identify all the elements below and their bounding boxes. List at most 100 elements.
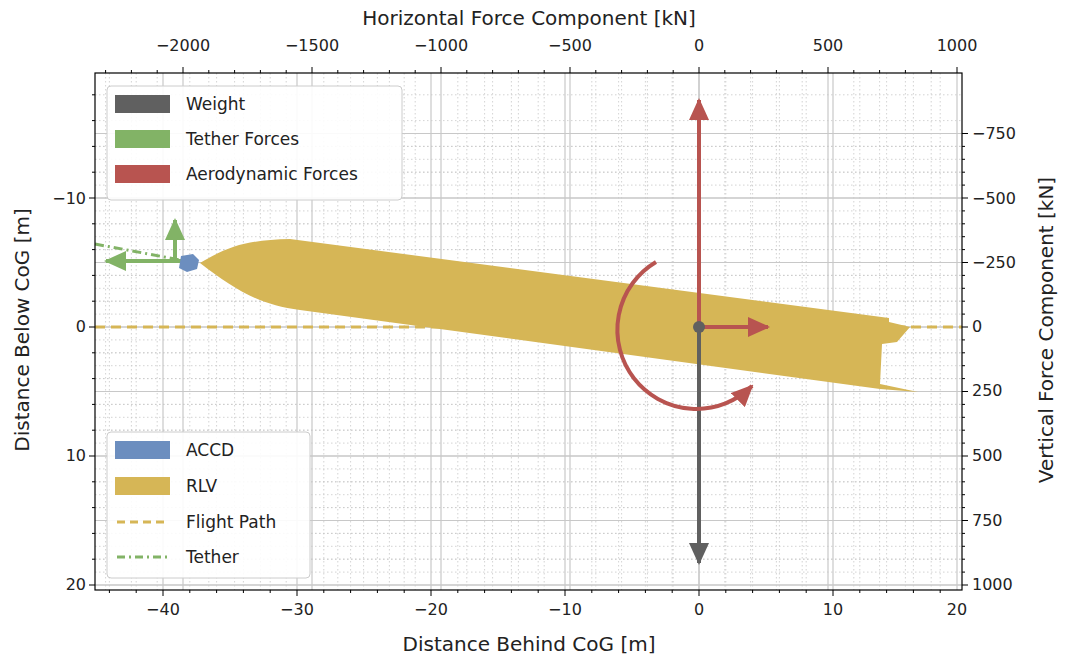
accd-device bbox=[179, 254, 199, 272]
legend-text: Tether bbox=[186, 546, 239, 568]
tick-mark bbox=[962, 559, 965, 560]
tick-mark bbox=[962, 236, 965, 237]
tick-mark bbox=[518, 70, 519, 73]
grid-line bbox=[95, 249, 962, 250]
tick-mark bbox=[234, 70, 235, 73]
tick-mark bbox=[163, 590, 164, 596]
grid-line bbox=[931, 73, 932, 590]
tick-label: −1000 bbox=[414, 37, 468, 55]
grid-line bbox=[956, 73, 957, 590]
tick-mark bbox=[962, 198, 968, 199]
tick-mark bbox=[962, 391, 968, 392]
tick-mark bbox=[92, 301, 95, 302]
tick-label: −250 bbox=[972, 254, 1016, 272]
tick-mark bbox=[92, 352, 95, 353]
grid-line bbox=[95, 223, 962, 224]
tick-mark bbox=[109, 590, 110, 593]
grid-line bbox=[913, 73, 914, 590]
tick-mark bbox=[806, 590, 807, 593]
moment-arrow bbox=[617, 262, 752, 409]
tick-label: −500 bbox=[972, 190, 1016, 208]
legend-text: RLV bbox=[186, 475, 217, 497]
grid-line bbox=[440, 73, 441, 590]
tick-mark bbox=[404, 590, 405, 593]
tick-label: 1000 bbox=[972, 576, 1013, 594]
tick-mark bbox=[940, 590, 941, 593]
tick-mark bbox=[853, 70, 854, 73]
tick-mark bbox=[89, 327, 95, 328]
tick-label: 500 bbox=[972, 447, 1003, 465]
tick-mark bbox=[962, 301, 965, 302]
tick-label: 0 bbox=[76, 318, 86, 336]
legend-entry: ACCD bbox=[115, 439, 395, 461]
legend-swatch bbox=[115, 95, 170, 113]
tick-label: 750 bbox=[972, 512, 1003, 530]
tick-mark bbox=[859, 590, 860, 593]
grid-line bbox=[95, 584, 962, 585]
tick-label: −20 bbox=[414, 601, 448, 619]
legend-text: Weight bbox=[186, 93, 245, 115]
tick-mark bbox=[92, 481, 95, 482]
tick-mark bbox=[962, 378, 965, 379]
tick-mark bbox=[962, 262, 968, 263]
legend-line-sample bbox=[115, 511, 170, 533]
tick-mark bbox=[544, 70, 545, 73]
tick-mark bbox=[962, 159, 965, 160]
legend-swatch bbox=[115, 165, 170, 183]
tick-mark bbox=[92, 275, 95, 276]
tick-mark bbox=[962, 456, 968, 457]
tick-mark bbox=[962, 468, 965, 469]
tick-mark bbox=[570, 67, 571, 73]
tick-mark bbox=[962, 365, 965, 366]
grid-line bbox=[95, 236, 962, 237]
tick-label: 250 bbox=[972, 382, 1003, 400]
tick-mark bbox=[962, 133, 968, 134]
tick-marks bbox=[89, 67, 968, 596]
tether-force-vertical bbox=[173, 220, 177, 262]
legend-line bbox=[117, 556, 168, 559]
grid-line bbox=[95, 391, 962, 392]
tick-mark bbox=[243, 590, 244, 593]
tick-mark bbox=[724, 70, 725, 73]
tick-mark bbox=[962, 210, 965, 211]
tick-mark bbox=[415, 70, 416, 73]
legend-text: Flight Path bbox=[186, 511, 276, 533]
tick-mark bbox=[879, 70, 880, 73]
tick-mark bbox=[779, 590, 780, 593]
tick-mark bbox=[183, 67, 184, 73]
tick-mark bbox=[363, 70, 364, 73]
tick-mark bbox=[931, 70, 932, 73]
tick-mark bbox=[286, 70, 287, 73]
tick-mark bbox=[962, 339, 965, 340]
tick-mark bbox=[466, 70, 467, 73]
weight-arrow bbox=[697, 327, 701, 563]
tick-mark bbox=[591, 590, 592, 593]
tick-mark bbox=[377, 590, 378, 593]
grid-line bbox=[95, 584, 962, 585]
tick-mark bbox=[618, 590, 619, 593]
tick-mark bbox=[962, 481, 965, 482]
axis-title: Distance Below CoG [m] bbox=[11, 208, 33, 452]
tick-mark bbox=[136, 590, 137, 593]
tick-mark bbox=[92, 94, 95, 95]
tick-mark bbox=[92, 223, 95, 224]
tick-mark bbox=[962, 288, 965, 289]
tick-mark bbox=[962, 533, 965, 534]
rlv-body bbox=[200, 239, 918, 392]
tick-mark bbox=[389, 70, 390, 73]
tick-label: −1500 bbox=[285, 37, 339, 55]
tick-label: 10 bbox=[823, 601, 843, 619]
tick-mark bbox=[776, 70, 777, 73]
grid-line bbox=[430, 73, 431, 590]
grid-line bbox=[105, 73, 106, 590]
legend-entry: RLV bbox=[115, 475, 395, 497]
tick-label: 0 bbox=[694, 37, 704, 55]
tick-mark bbox=[92, 378, 95, 379]
grid-line bbox=[940, 73, 941, 590]
tick-mark bbox=[962, 223, 965, 224]
tick-mark bbox=[962, 352, 965, 353]
grid-line bbox=[95, 249, 962, 250]
axis-title: Horizontal Force Component [kN] bbox=[362, 7, 696, 29]
grid-line bbox=[95, 223, 962, 224]
